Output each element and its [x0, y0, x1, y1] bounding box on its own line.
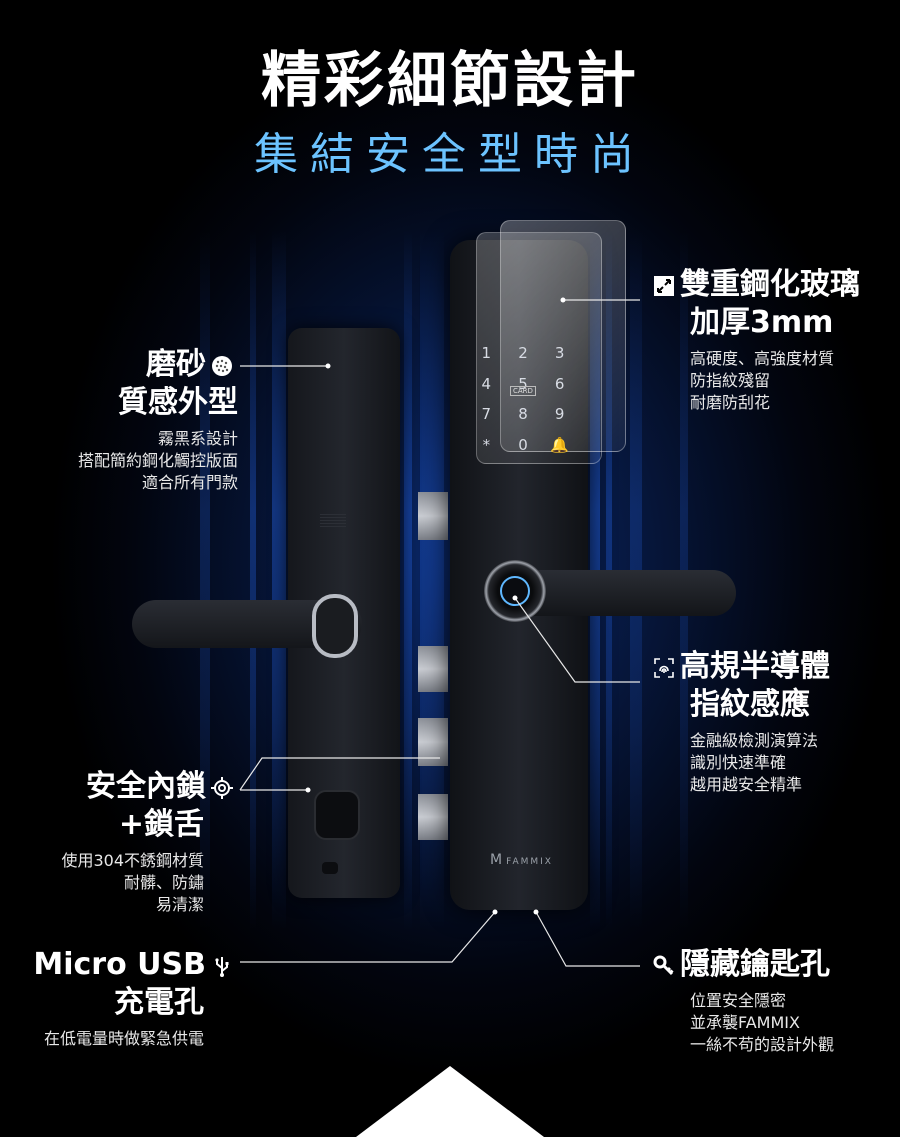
feature-fingerprint-desc: 金融級檢測演算法 — [690, 731, 819, 750]
usb-icon — [215, 956, 229, 977]
light-streak — [200, 230, 210, 930]
feature-glass-desc: 防指紋殘留 — [690, 371, 771, 390]
light-streak — [272, 230, 286, 930]
page-title: 精彩細節設計 — [261, 46, 639, 116]
feature-usb-title-2: 充電孔 — [114, 985, 204, 1020]
feature-glass-desc: 高硬度、高強度材質 — [690, 349, 835, 368]
feature-inner-lock-desc: 使用304不銹鋼材質 — [61, 851, 204, 870]
expand-arrows-icon — [654, 275, 674, 296]
feature-glass-title-2: 加厚3mm — [690, 305, 834, 340]
glass-layer-front — [476, 232, 602, 464]
gear-icon — [211, 776, 233, 799]
feature-fingerprint-desc: 越用越安全精準 — [690, 775, 803, 794]
keypad: 1 2 3 4 5 6 7 8 9 * 0 🔔 — [468, 338, 578, 460]
feature-keyhole-desc: 並承襲FAMMIX — [690, 1013, 800, 1032]
keypad-key: * — [482, 435, 491, 454]
keypad-key: 0 — [518, 435, 528, 454]
feature-fingerprint-title-2: 指紋感應 — [690, 687, 810, 722]
light-streak — [250, 230, 256, 930]
feature-keyhole-desc: 位置安全隱密 — [690, 991, 787, 1010]
feature-usb: Micro USB 充電孔 在低電量時做緊急供電 — [0, 946, 238, 1050]
keypad-key: 9 — [554, 405, 565, 424]
feature-usb-desc: 在低電量時做緊急供電 — [43, 1029, 204, 1048]
feature-glass-title-1: 雙重鋼化玻璃 — [680, 267, 860, 302]
dotted-circle-icon — [212, 355, 232, 376]
keypad-key: 🔔 — [550, 435, 569, 454]
keypad-key: 1 — [481, 344, 492, 363]
page-subtitle: 集結安全型時尚 — [254, 129, 646, 180]
keypad-key: 2 — [518, 344, 528, 363]
feature-matte-title-2: 質感外型 — [118, 385, 238, 420]
keypad-key: 3 — [554, 344, 565, 363]
usb-port — [322, 862, 338, 874]
latch-bolt — [418, 646, 448, 692]
brand-name: FAMMIX — [506, 857, 553, 867]
feature-inner-lock-desc: 易清潔 — [155, 895, 204, 914]
scroll-down-indicator — [356, 1066, 544, 1137]
latch-bolt — [418, 492, 448, 540]
feature-fingerprint: 高規半導體 指紋感應 金融級檢測演算法 識別快速準確 越用越安全精準 — [652, 648, 892, 796]
glass-layer-back — [500, 220, 626, 452]
fingerprint-sensor — [500, 576, 530, 606]
card-label: CARD — [510, 386, 536, 396]
feature-keyhole: 隱藏鑰匙孔 位置安全隱密 並承襲FAMMIX 一絲不苟的設計外觀 — [652, 946, 892, 1056]
feature-matte-desc: 霧黑系設計 — [157, 429, 238, 448]
keypad-key: 4 — [481, 374, 492, 393]
feature-inner-lock-desc: 耐髒、防鏽 — [123, 873, 204, 892]
light-streak — [404, 230, 412, 930]
feature-inner-lock-title-1: 安全內鎖 — [86, 769, 206, 804]
feature-usb-title-1: Micro USB — [33, 947, 206, 982]
feature-glass-desc: 耐磨防刮花 — [690, 393, 771, 412]
feature-fingerprint-title-1: 高規半導體 — [680, 649, 830, 684]
feature-matte-desc: 適合所有門款 — [141, 473, 238, 492]
inner-lock-knob — [314, 790, 360, 840]
feature-keyhole-desc: 一絲不苟的設計外觀 — [690, 1035, 835, 1054]
feature-fingerprint-desc: 識別快速準確 — [690, 753, 787, 772]
feature-matte-title-1: 磨砂 — [146, 347, 206, 382]
fingerprint-icon — [654, 657, 674, 678]
feature-matte-desc: 搭配簡約鋼化觸控版面 — [77, 451, 238, 470]
feature-glass: 雙重鋼化玻璃 加厚3mm 高硬度、高強度材質 防指紋殘留 耐磨防刮花 — [652, 266, 892, 414]
brand-mark-icon: M — [490, 852, 503, 868]
speaker-grille — [320, 514, 346, 528]
keypad-key: 5 — [518, 374, 528, 393]
inner-handle-ring — [312, 594, 358, 658]
keypad-key: 7 — [481, 405, 492, 424]
keypad-key: 6 — [554, 374, 565, 393]
feature-matte: 磨砂 質感外型 霧黑系設計 搭配簡約鋼化觸控版面 適合所有門款 — [0, 346, 238, 494]
feature-inner-lock-title-2: +鎖舌 — [118, 807, 204, 842]
key-icon — [653, 955, 674, 975]
feature-keyhole-title-1: 隱藏鑰匙孔 — [680, 947, 830, 982]
keypad-key: 8 — [518, 405, 528, 424]
feature-inner-lock: 安全內鎖 +鎖舌 使用304不銹鋼材質 耐髒、防鏽 易清潔 — [0, 768, 238, 916]
latch-bolt — [418, 794, 448, 840]
